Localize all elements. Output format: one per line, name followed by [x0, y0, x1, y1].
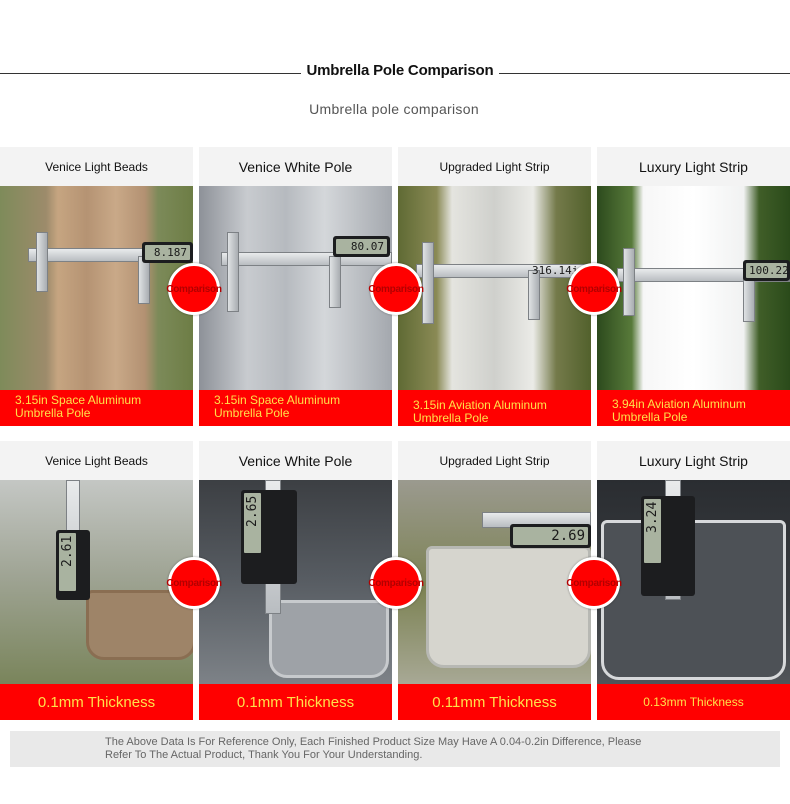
- comparison-badge: Comparison: [566, 263, 622, 315]
- caliper-display: 2.61: [56, 530, 90, 600]
- caliper-display: 2.69: [510, 524, 591, 548]
- card-heading: Upgraded Light Strip: [439, 453, 550, 468]
- card-heading: Venice Light Beads: [45, 453, 148, 468]
- comparison-badge: Comparison: [566, 557, 622, 609]
- card-luxury-light-strip-diameter: Luxury Light Strip 100.22 3.94in Aviatio…: [597, 147, 790, 426]
- disclaimer-notice: The Above Data Is For Reference Only, Ea…: [10, 731, 780, 767]
- caliper-display: 8.187: [142, 242, 193, 263]
- profile-photo: 3.24 0.13mm Thickness: [597, 480, 790, 720]
- profile-photo: 2.61 0.1mm Thickness: [0, 480, 193, 720]
- caliper-jaw: [422, 242, 434, 324]
- card-heading: Venice White Pole: [238, 158, 353, 175]
- card-upgraded-light-strip-thickness: Upgraded Light Strip 2.69 0.11mm Thickne…: [398, 441, 591, 720]
- card-venice-light-beads-diameter: Venice Light Beads 8.187 3.15in Space Al…: [0, 147, 193, 426]
- pole-photo: 100.22 3.94in Aviation Aluminum Umbrella…: [597, 186, 790, 426]
- caliper-display: 2.65: [241, 490, 297, 584]
- card-luxury-light-strip-thickness: Luxury Light Strip 3.24 0.13mm Thickness: [597, 441, 790, 720]
- card-heading: Venice White Pole: [238, 452, 353, 469]
- spec-banner: 3.15in Space Aluminum Umbrella Pole: [199, 390, 392, 426]
- caliper-display: 3.24: [641, 496, 695, 596]
- pole-profile: [86, 590, 193, 660]
- comparison-badge: Comparison: [368, 557, 424, 609]
- caliper-jaw: [36, 232, 48, 292]
- caliper-jaw: [227, 232, 239, 312]
- comparison-badge: Comparison: [166, 263, 222, 315]
- spec-banner: 0.11mm Thickness: [398, 684, 591, 720]
- pole-photo: 80.07 3.15in Space Aluminum Umbrella Pol…: [199, 186, 392, 426]
- card-venice-white-pole-thickness: Venice White Pole 2.65 0.1mm Thickness: [199, 441, 392, 720]
- caliper-jaw: [623, 248, 635, 316]
- card-venice-white-pole-diameter: Venice White Pole 80.07 3.15in Space Alu…: [199, 147, 392, 426]
- profile-photo: 2.65 0.1mm Thickness: [199, 480, 392, 720]
- pole-profile: [601, 520, 786, 680]
- page-title: Umbrella Pole Comparison: [0, 62, 790, 79]
- card-heading: Venice Light Beads: [45, 159, 148, 174]
- caliper-jaw: [528, 270, 540, 320]
- comparison-badge: Comparison: [166, 557, 222, 609]
- pole-profile: [426, 546, 591, 668]
- spec-banner: 0.1mm Thickness: [0, 684, 193, 720]
- page-subtitle: Umbrella pole comparison: [309, 101, 479, 117]
- card-heading: Luxury Light Strip: [639, 452, 748, 469]
- spec-banner: 0.13mm Thickness: [597, 684, 790, 720]
- card-heading: Upgraded Light Strip: [439, 159, 550, 174]
- pole-photo: 8.187 3.15in Space Aluminum Umbrella Pol…: [0, 186, 193, 426]
- spec-banner: 3.15in Aviation Aluminum Umbrella Pole: [398, 390, 591, 426]
- spec-banner: 3.15in Space Aluminum Umbrella Pole: [0, 390, 193, 426]
- spec-banner: 3.94in Aviation Aluminum Umbrella Pole: [597, 390, 790, 426]
- card-heading: Luxury Light Strip: [639, 158, 748, 175]
- caliper-jaw: [329, 256, 341, 308]
- card-upgraded-light-strip-diameter: Upgraded Light Strip 316.14in 3.15in Avi…: [398, 147, 591, 426]
- pole-profile: [269, 600, 389, 678]
- caliper-display: 80.07: [333, 236, 390, 257]
- caliper-jaw: [138, 256, 150, 304]
- comparison-badge: Comparison: [368, 263, 424, 315]
- spec-banner: 0.1mm Thickness: [199, 684, 392, 720]
- pole-photo: 316.14in 3.15in Aviation Aluminum Umbrel…: [398, 186, 591, 426]
- caliper-display: 100.22: [743, 260, 790, 281]
- card-venice-light-beads-thickness: Venice Light Beads 2.61 0.1mm Thickness: [0, 441, 193, 720]
- profile-photo: 2.69 0.11mm Thickness: [398, 480, 591, 720]
